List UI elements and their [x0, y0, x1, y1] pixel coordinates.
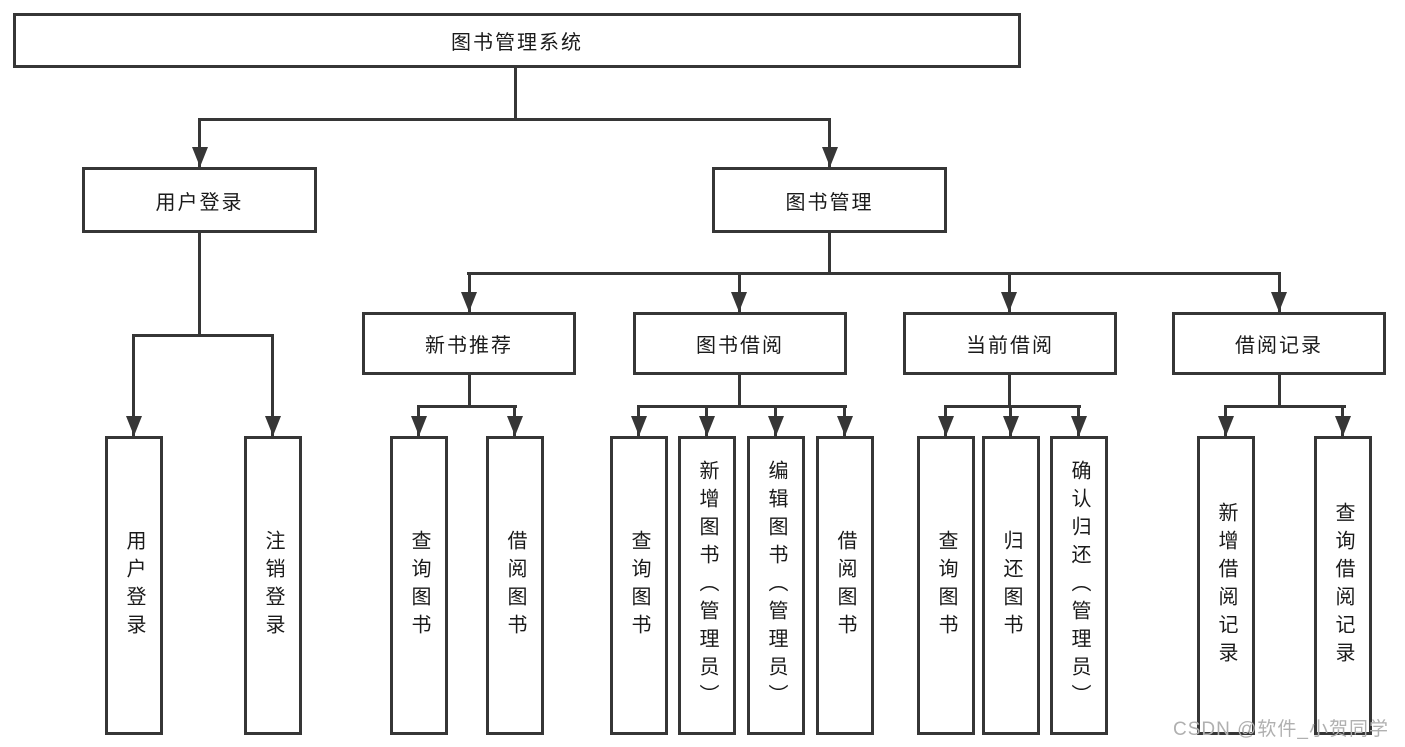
connector-line: [417, 405, 517, 408]
arrow-down: [507, 416, 523, 436]
connector-line: [828, 118, 831, 167]
connector-line: [467, 272, 1281, 275]
connector-line: [132, 334, 135, 436]
connector-line: [198, 118, 831, 121]
arrow-down: [1218, 416, 1234, 436]
leaf-query-borrow-record: 查询借阅记录: [1314, 436, 1372, 735]
leaf-borrow-books-2: 借阅图书: [816, 436, 874, 735]
arrow-down: [1335, 416, 1351, 436]
connector-line: [468, 375, 471, 408]
arrow-down: [461, 292, 477, 312]
leaf-query-books-3: 查询图书: [917, 436, 975, 735]
leaf-user-login: 用户登录: [105, 436, 163, 735]
node-borrow-records-label: 借阅记录: [1235, 335, 1323, 357]
node-current-borrow-label: 当前借阅: [966, 335, 1054, 357]
connector-line: [198, 233, 201, 337]
node-root: 图书管理系统: [13, 13, 1021, 68]
leaf-logout-label: 注销登录: [262, 529, 284, 642]
node-book-management: 图书管理: [712, 167, 947, 233]
node-new-book-recommend: 新书推荐: [362, 312, 576, 375]
leaf-logout: 注销登录: [244, 436, 302, 735]
leaf-edit-book-admin: 编辑图书（管理员）: [747, 436, 805, 735]
connector-line: [271, 334, 274, 436]
node-user-login-label: 用户登录: [155, 191, 244, 214]
node-borrow-records: 借阅记录: [1172, 312, 1386, 375]
leaf-confirm-return-admin: 确认归还（管理员）: [1050, 436, 1108, 735]
arrow-down: [822, 147, 838, 167]
leaf-user-login-label: 用户登录: [123, 529, 145, 642]
leaf-query-books-1-label: 查询图书: [408, 529, 430, 642]
leaf-add-borrow-record-label: 新增借阅记录: [1215, 501, 1237, 670]
node-current-borrow: 当前借阅: [903, 312, 1117, 375]
leaf-borrow-books-1: 借阅图书: [486, 436, 544, 735]
connector-line: [132, 334, 274, 337]
connector-line: [198, 118, 201, 167]
leaf-add-borrow-record: 新增借阅记录: [1197, 436, 1255, 735]
arrow-down: [1271, 292, 1287, 312]
leaf-query-books-2-label: 查询图书: [628, 529, 650, 642]
arrow-down: [731, 292, 747, 312]
leaf-add-book-admin: 新增图书（管理员）: [678, 436, 736, 735]
arrow-down: [837, 416, 853, 436]
arrow-down: [938, 416, 954, 436]
node-book-management-label: 图书管理: [785, 191, 874, 214]
arrow-down: [1071, 416, 1087, 436]
node-root-label: 图书管理系统: [451, 32, 583, 54]
node-user-login: 用户登录: [82, 167, 317, 233]
leaf-query-books-1: 查询图书: [390, 436, 448, 735]
connector-line: [514, 68, 517, 121]
connector-line: [637, 405, 847, 408]
node-new-book-recommend-label: 新书推荐: [425, 335, 513, 357]
leaf-return-books: 归还图书: [982, 436, 1040, 735]
arrow-down: [699, 416, 715, 436]
leaf-add-book-admin-label: 新增图书（管理员）: [696, 459, 718, 712]
arrow-down: [126, 416, 142, 436]
connector-line: [828, 233, 831, 275]
connector-line: [738, 375, 741, 408]
node-book-borrow-label: 图书借阅: [696, 335, 784, 357]
leaf-edit-book-admin-label: 编辑图书（管理员）: [765, 459, 787, 712]
leaf-borrow-books-2-label: 借阅图书: [834, 529, 856, 642]
node-book-borrow: 图书借阅: [633, 312, 847, 375]
connector-line: [944, 405, 1081, 408]
arrow-down: [411, 416, 427, 436]
watermark: CSDN @软件_小贺同学: [1173, 719, 1389, 740]
arrow-down: [265, 416, 281, 436]
leaf-borrow-books-1-label: 借阅图书: [504, 529, 526, 642]
arrow-down: [192, 147, 208, 167]
connector-line: [1278, 375, 1281, 408]
arrow-down: [631, 416, 647, 436]
leaf-query-books-3-label: 查询图书: [935, 529, 957, 642]
leaf-query-borrow-record-label: 查询借阅记录: [1332, 501, 1354, 670]
leaf-return-books-label: 归还图书: [1000, 529, 1022, 642]
leaf-confirm-return-admin-label: 确认归还（管理员）: [1068, 459, 1090, 712]
connector-line: [1224, 405, 1346, 408]
arrow-down: [1003, 416, 1019, 436]
arrow-down: [768, 416, 784, 436]
arrow-down: [1001, 292, 1017, 312]
leaf-query-books-2: 查询图书: [610, 436, 668, 735]
connector-line: [1008, 375, 1011, 408]
